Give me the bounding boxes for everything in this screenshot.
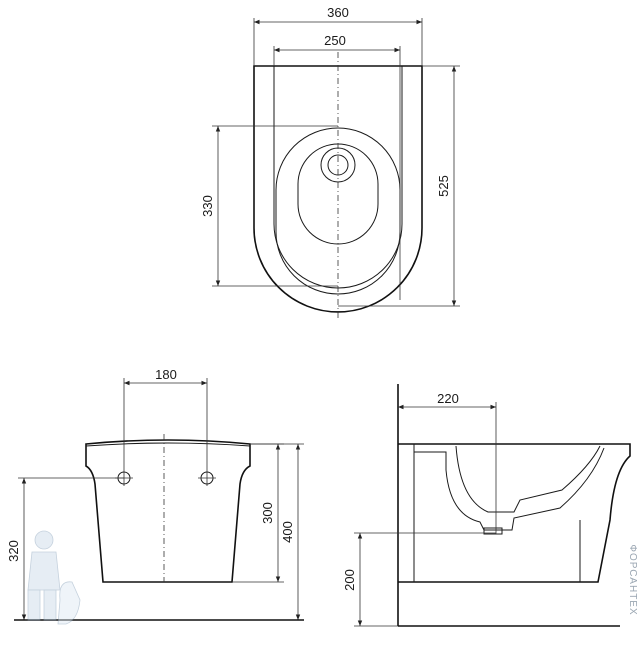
front-view-rim-line [85,442,251,447]
dim-250-label: 250 [324,33,346,48]
top-view-outer-outline [253,65,423,313]
dim-320-label: 320 [6,540,21,562]
side-view-bowl-profile [413,444,605,582]
side-view-outer-outline [398,443,631,583]
dim-360-label: 360 [327,5,349,20]
plumber-mascot-logo [27,530,81,625]
top-view: 360 250 525 330 [200,5,460,318]
side-view: 220 200 [342,384,631,627]
dim-200-label: 200 [342,569,357,591]
front-view-outline [85,439,251,583]
dim-220-label: 220 [437,391,459,406]
front-view: 180 300 400 320 [6,367,304,621]
watermark-text: ФОРСАНТЕХ [627,544,638,615]
top-view-inner-rim [273,66,403,289]
dim-330-label: 330 [200,195,215,217]
dim-180-label: 180 [155,367,177,382]
side-view-bowl-inner [455,445,601,513]
dim-525-label: 525 [436,175,451,197]
dim-400-label: 400 [280,521,295,543]
dim-300-label: 300 [260,502,275,524]
side-view-drain [483,527,503,535]
